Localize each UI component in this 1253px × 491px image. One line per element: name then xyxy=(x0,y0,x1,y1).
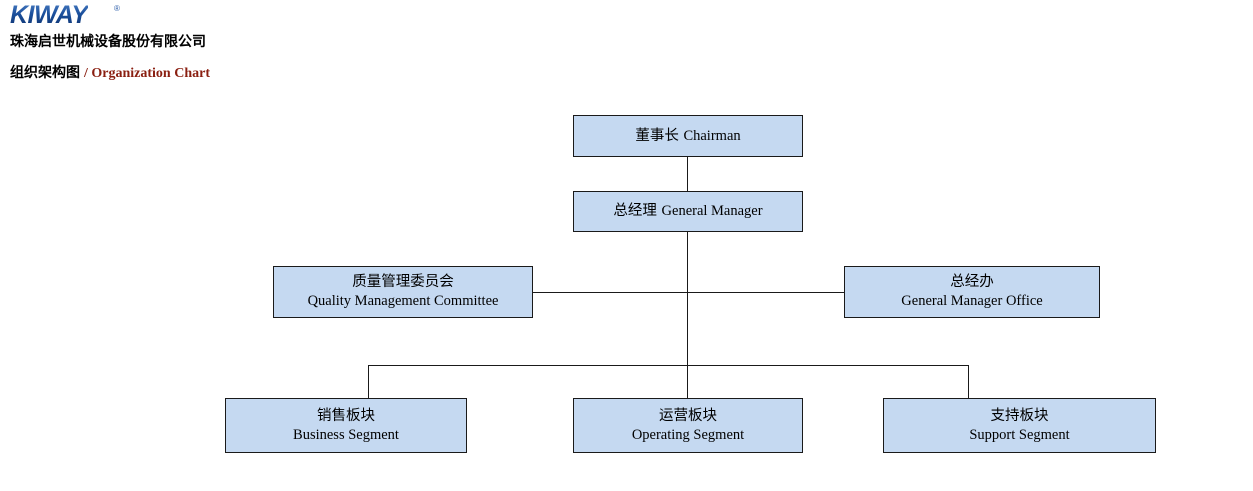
node-business-segment-label-en: Business Segment xyxy=(293,426,399,443)
connector-distribution-bar xyxy=(368,365,969,367)
connector-drop-business xyxy=(368,365,370,398)
node-quality-management-committee-label-cn: 质量管理委员会 xyxy=(352,274,454,290)
registered-trademark-icon: ® xyxy=(114,4,120,13)
node-chairman-label-cn: 董事长 xyxy=(635,127,679,144)
node-general-manager-office-label-cn: 总经办 xyxy=(950,274,994,290)
node-general-manager-label-cn: 总经理 xyxy=(613,203,657,219)
chart-title-en: / Organization Chart xyxy=(84,66,210,81)
node-chairman-label-en: Chairman xyxy=(683,127,741,144)
node-operating-segment-label-cn: 运营板块 xyxy=(659,407,717,424)
chart-title-cn: 组织架构图 xyxy=(10,64,80,80)
node-support-segment-label-cn: 支持板块 xyxy=(990,407,1049,424)
node-business-segment[interactable]: 销售板块 Business Segment xyxy=(225,398,467,453)
node-general-manager[interactable]: 总经理 General Manager xyxy=(573,191,803,232)
connector-drop-support xyxy=(968,365,970,398)
connector-drop-operating xyxy=(687,365,689,398)
node-general-manager-office[interactable]: 总经办 General Manager Office xyxy=(844,266,1100,318)
connector-qmc-to-gmo xyxy=(532,292,845,294)
node-quality-management-committee[interactable]: 质量管理委员会 Quality Management Committee xyxy=(273,266,533,318)
node-general-manager-office-label-en: General Manager Office xyxy=(901,293,1043,309)
logo-wordmark: KIWAY xyxy=(10,1,88,29)
kiway-logo: KIWAY ® xyxy=(10,2,130,28)
connector-gm-trunk xyxy=(687,232,689,366)
node-operating-segment[interactable]: 运营板块 Operating Segment xyxy=(573,398,803,453)
node-operating-segment-label-en: Operating Segment xyxy=(631,426,745,443)
node-support-segment-label-en: Support Segment xyxy=(969,426,1070,443)
node-general-manager-label-en: General Manager xyxy=(661,203,763,219)
node-chairman[interactable]: 董事长 Chairman xyxy=(573,115,803,157)
node-quality-management-committee-label-en: Quality Management Committee xyxy=(307,293,499,309)
company-name: 珠海启世机械设备股份有限公司 xyxy=(10,33,206,49)
node-support-segment[interactable]: 支持板块 Support Segment xyxy=(883,398,1156,453)
chart-title: 组织架构图 / Organization Chart xyxy=(10,63,210,83)
node-business-segment-label-cn: 销售板块 xyxy=(317,407,375,424)
connector-chairman-to-gm xyxy=(687,157,689,191)
